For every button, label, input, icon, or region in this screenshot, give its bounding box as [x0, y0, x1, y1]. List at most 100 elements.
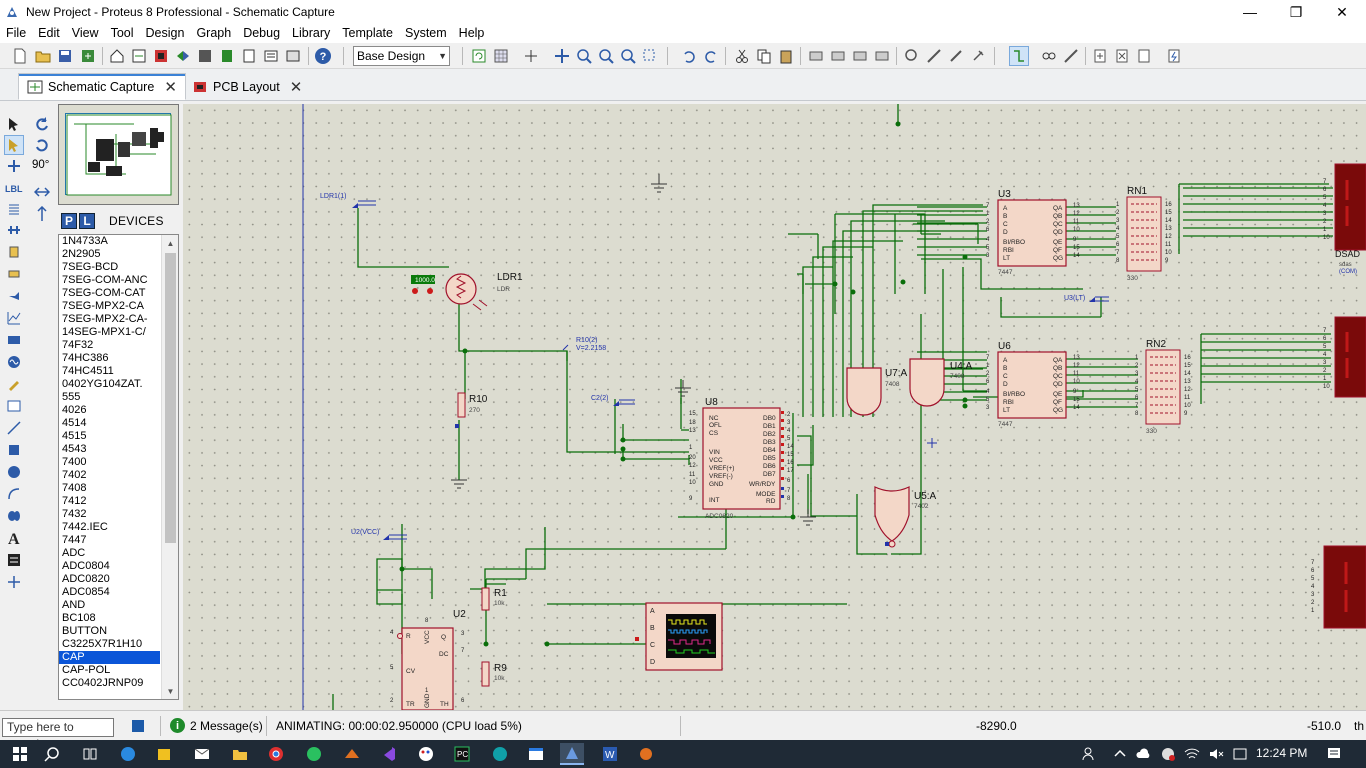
search-tag-icon[interactable] — [1039, 46, 1059, 66]
pick-device-button[interactable]: P — [61, 213, 77, 229]
device-item[interactable]: AND — [62, 599, 86, 611]
device-item[interactable]: 7SEG-COM-CAT — [62, 287, 146, 299]
menu-edit[interactable]: Edit — [38, 26, 60, 40]
rotation-angle[interactable]: 90° — [32, 159, 50, 171]
menu-tool[interactable]: Tool — [110, 26, 134, 40]
device-item[interactable]: 7SEG-COM-ANC — [62, 274, 148, 286]
volume-muted-icon[interactable] — [1204, 743, 1228, 765]
rotate-anticlockwise-icon[interactable] — [32, 135, 52, 155]
mirror-x-icon[interactable] — [32, 182, 52, 202]
device-item[interactable]: ADC0854 — [62, 586, 110, 598]
tab-schematic-capture[interactable]: Schematic Capture ✕ — [18, 73, 186, 100]
device-item[interactable]: BUTTON — [62, 625, 108, 637]
open-folder-icon[interactable] — [33, 46, 53, 66]
block-delete-icon[interactable] — [872, 46, 892, 66]
zoom-in-icon[interactable] — [574, 46, 594, 66]
circle-tool-icon[interactable] — [4, 462, 24, 482]
u6-7447[interactable]: U6 7447 A B C D BI/RBO RBI LT QA QB QC Q… — [986, 341, 1080, 428]
menu-graph[interactable]: Graph — [196, 26, 232, 40]
arduino-icon[interactable] — [488, 743, 512, 765]
r1-component[interactable]: R1 10k — [481, 587, 507, 611]
component-mode-icon[interactable] — [4, 135, 24, 155]
graph-mode-icon[interactable] — [4, 308, 24, 328]
subcircuit-icon[interactable] — [4, 242, 24, 262]
marker-tool-icon[interactable] — [4, 572, 24, 592]
voltage-probe-icon[interactable] — [4, 374, 24, 394]
import-icon[interactable] — [78, 46, 98, 66]
device-item[interactable]: ADC0804 — [62, 560, 110, 572]
mirror-y-icon[interactable] — [32, 204, 52, 224]
windows-start-icon[interactable] — [8, 743, 32, 765]
word-icon[interactable]: W — [598, 743, 622, 765]
r10-component[interactable]: R10 270 — [451, 392, 488, 489]
device-item[interactable]: 1N4733A — [62, 235, 108, 247]
symbol-tool-icon[interactable] — [4, 550, 24, 570]
device-pins-icon[interactable] — [4, 286, 24, 306]
input-language-icon[interactable] — [1228, 743, 1252, 765]
seven-segment-display-3[interactable]: 76 54 32 1 — [1311, 545, 1366, 629]
block-rotate-icon[interactable] — [850, 46, 870, 66]
exit-to-parent-icon[interactable] — [1134, 46, 1154, 66]
origin-icon[interactable] — [521, 46, 541, 66]
terminals-icon[interactable] — [4, 264, 24, 284]
cut-icon[interactable] — [732, 46, 752, 66]
menu-view[interactable]: View — [71, 26, 99, 40]
close-button[interactable]: ✕ — [1336, 3, 1348, 20]
u3-lt-probe[interactable]: U3(LT) — [1064, 295, 1109, 302]
search-icon[interactable] — [40, 743, 64, 765]
menu-debug[interactable]: Debug — [243, 26, 281, 40]
device-item[interactable]: 74HC4511 — [62, 365, 114, 377]
u4a-and-gate[interactable]: U4:A 7408 — [909, 358, 973, 407]
schematic-canvas[interactable]: LDR1(1) 1000.0 LDR1 LDR R10 270 R10(2) V… — [183, 104, 1366, 710]
device-item[interactable]: 7SEG-BCD — [62, 261, 119, 273]
antivirus-icon[interactable] — [1156, 743, 1180, 765]
notifications-icon[interactable] — [1322, 743, 1346, 765]
mail-icon[interactable] — [190, 743, 214, 765]
snipping-tool-icon[interactable] — [634, 743, 658, 765]
messages-count[interactable]: 2 Message(s) — [190, 719, 263, 733]
close-tab-icon[interactable]: ✕ — [289, 78, 303, 96]
refresh-icon[interactable] — [469, 46, 489, 66]
device-item[interactable]: 7412 — [62, 495, 87, 507]
text-script-icon[interactable] — [4, 199, 24, 219]
text-tool-icon[interactable]: A — [4, 528, 24, 548]
zoom-out-icon[interactable] — [596, 46, 616, 66]
new-file-icon[interactable] — [10, 46, 30, 66]
pycharm-icon[interactable]: PC — [450, 743, 474, 765]
task-view-icon[interactable] — [78, 743, 102, 765]
zoom-all-icon[interactable] — [618, 46, 638, 66]
u2-555-timer[interactable]: U2 R VCC Q DC CV GND TR TH 4 8 3 7 5 1 2… — [390, 609, 466, 710]
ldr1-component[interactable]: 1000.0 LDR1 LDR — [411, 272, 523, 311]
close-tab-icon[interactable]: ✕ — [164, 78, 177, 96]
c2-probe[interactable]: C2(2) — [591, 395, 635, 406]
device-item[interactable]: 4026 — [62, 404, 87, 416]
whatsapp-icon[interactable] — [302, 743, 326, 765]
redo-icon[interactable] — [701, 46, 721, 66]
minimize-button[interactable]: — — [1243, 4, 1257, 20]
seven-segment-display-2[interactable]: 76 54 32 110 — [1323, 316, 1366, 398]
block-copy-icon[interactable] — [806, 46, 826, 66]
ldr1-probe[interactable]: LDR1(1) — [320, 193, 376, 208]
device-item[interactable]: 7442.IEC — [62, 521, 108, 533]
cloud-icon[interactable] — [1132, 743, 1156, 765]
rotate-clockwise-icon[interactable] — [32, 114, 52, 134]
device-item[interactable]: 7402 — [62, 469, 87, 481]
device-item[interactable]: 4515 — [62, 430, 87, 442]
taskbar-search-input[interactable]: Type here to search — [2, 718, 114, 751]
proteus-taskbar-icon[interactable] — [560, 743, 584, 765]
u2-vcc-probe[interactable]: U2(VCC) — [351, 529, 407, 540]
design-variant-select[interactable]: Base Design▼ — [353, 46, 450, 66]
zoom-area-icon[interactable] — [640, 46, 660, 66]
matlab-icon[interactable] — [340, 743, 364, 765]
device-item[interactable]: CC0402JRNP09 — [62, 677, 144, 689]
app-window-icon[interactable] — [524, 743, 548, 765]
oscilloscope-instrument[interactable]: A B C D — [635, 602, 723, 671]
device-item[interactable]: 4543 — [62, 443, 87, 455]
r9-component[interactable]: R9 10k — [481, 661, 507, 687]
pick-parts-icon[interactable] — [902, 46, 922, 66]
scroll-thumb[interactable] — [165, 253, 176, 543]
path-tool-icon[interactable] — [4, 506, 24, 526]
undo-icon[interactable] — [679, 46, 699, 66]
